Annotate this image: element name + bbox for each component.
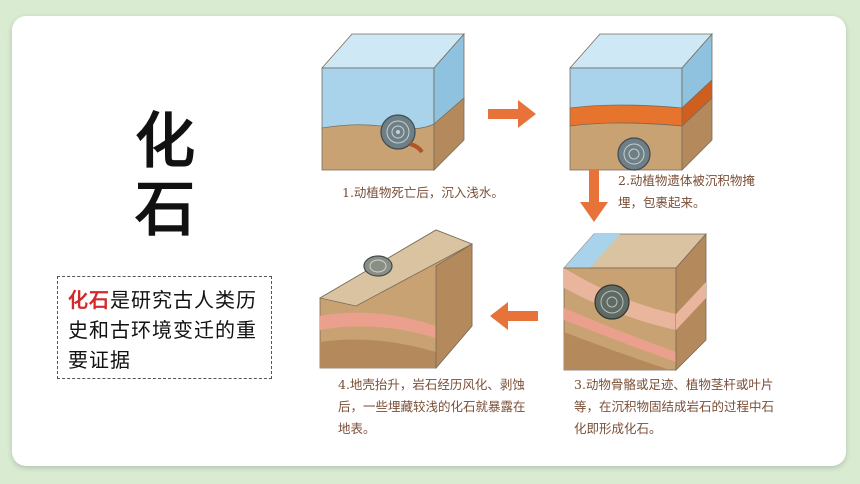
title-char-1: 化 [135,107,195,177]
definition-note: 化石是研究古人类历史和古环境变迁的重要证据 [57,276,272,379]
step-1-caption: 1.动植物死亡后，沉入浅水。 [342,185,504,200]
step-4-caption: 4.地壳抬升，岩石经历风化、剥蚀后，一些埋藏较浅的化石就暴露在地表。 [338,377,526,436]
fossil-stage-1-block [321,32,465,171]
fossil-stage-4-block [318,229,473,370]
step-3-caption: 3.动物骨骼或足迹、植物茎杆或叶片等，在沉积物固结成岩石的过程中石化即形成化石。 [574,377,775,436]
title-char-2: 石 [135,175,195,245]
fossil-stage-2-block [569,32,713,171]
ammonite-icon [380,114,424,154]
ammonite-icon [363,255,393,277]
step-2-caption: 2.动植物遗体被沉积物掩埋，包裹起来。 [618,173,755,210]
ammonite-icon [617,137,651,171]
fossil-stage-3-block [563,232,707,371]
note-highlight: 化石 [68,288,110,312]
ammonite-icon [594,284,630,320]
arrow-left-icon [490,302,538,330]
arrow-down-icon [580,170,608,222]
arrow-right-icon [488,100,536,128]
note-text: 是研究古人类历史和古环境变迁的重要证据 [68,288,257,372]
